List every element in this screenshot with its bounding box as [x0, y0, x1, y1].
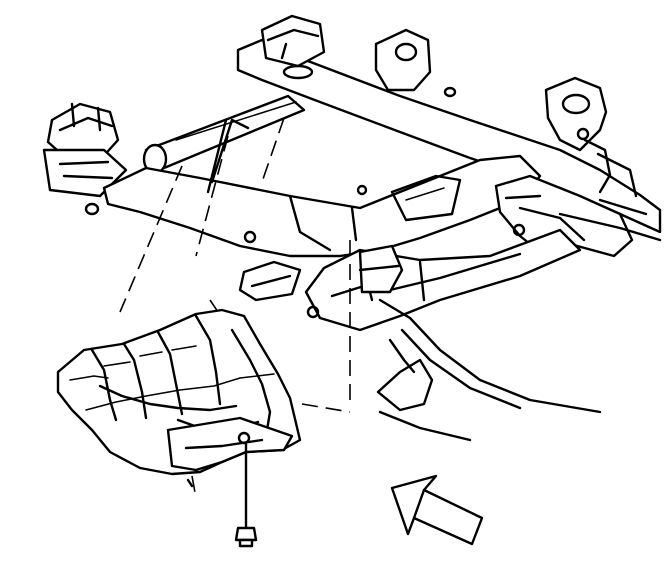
- direction-arrow: [390, 474, 484, 546]
- frame-crossmember: [42, 14, 662, 442]
- mounting-bolt: [234, 442, 258, 548]
- explode-lines: [119, 117, 351, 499]
- skid-plate-shield: [56, 308, 302, 488]
